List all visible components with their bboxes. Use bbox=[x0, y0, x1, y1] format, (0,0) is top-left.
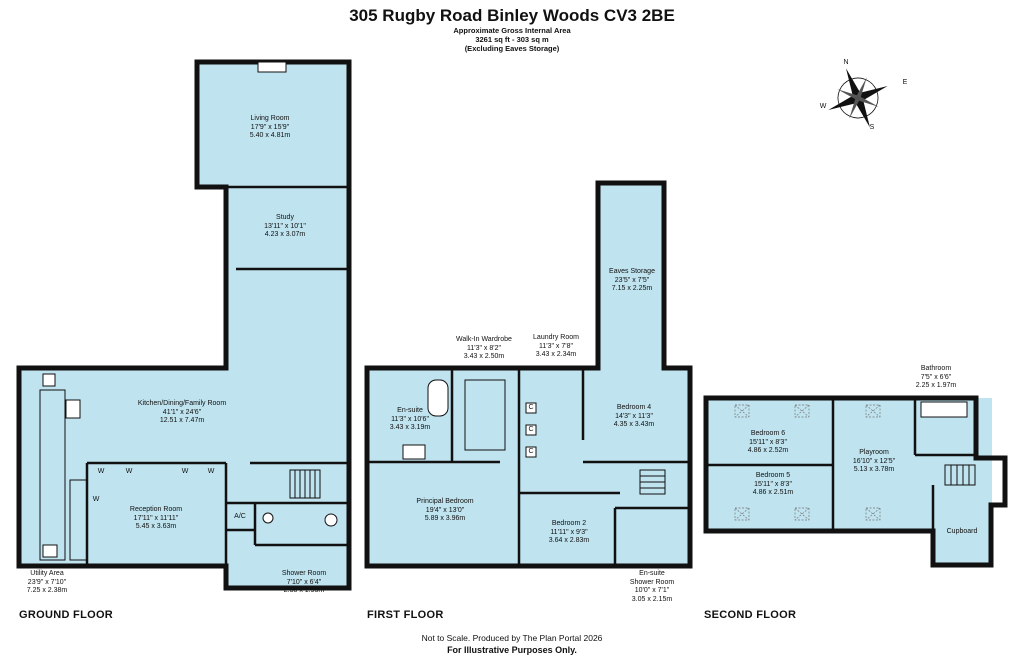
living-room-label: Living Room 17'9" x 15'9" 5.40 x 4.81m bbox=[250, 115, 290, 141]
cupboard-c-label-3: C bbox=[528, 448, 534, 455]
ac-label: A/C bbox=[234, 513, 246, 520]
living-room-imperial: 17'9" x 15'9" bbox=[250, 123, 290, 131]
wardrobe-rail bbox=[464, 379, 506, 451]
ensuite-label: En-suite 11'3" x 10'6" 3.43 x 3.19m bbox=[389, 407, 431, 431]
laundry-room-label: Laundry Room 11'3" x 7'8" 3.43 x 2.34m bbox=[533, 334, 579, 358]
living-room-name: Living Room bbox=[250, 115, 290, 122]
compass-n: N bbox=[843, 59, 849, 66]
compass-w: W bbox=[819, 103, 827, 110]
ensuite-shower-icon bbox=[402, 444, 426, 460]
wardrobe-w-1: W bbox=[97, 468, 105, 475]
second-stairs bbox=[944, 464, 976, 486]
utility-cabinet bbox=[69, 479, 88, 561]
walk-in-wardrobe-label: Walk-In Wardrobe 11'3" x 8'2" 3.43 x 2.5… bbox=[456, 336, 512, 360]
reception-room-label: Reception Room 17'11" x 11'11" 5.45 x 3.… bbox=[129, 506, 183, 530]
cupboard-label: Cupboard bbox=[946, 528, 978, 535]
fireplace-icon bbox=[257, 61, 287, 73]
compass-e: E bbox=[902, 79, 908, 86]
second-floor-plan bbox=[703, 395, 1008, 568]
study-area bbox=[226, 187, 349, 269]
sink-icon bbox=[42, 373, 56, 387]
bedroom-2-label: Bedroom 2 11'11" x 9'3" 3.64 x 2.83m bbox=[548, 520, 590, 544]
reception-area bbox=[87, 463, 226, 566]
utility-area-label: Utility Area 23'9" x 7'10" 7.25 x 2.38m bbox=[26, 570, 68, 594]
cupboard-c-label-2: C bbox=[528, 426, 534, 433]
ground-shower-icon bbox=[324, 513, 338, 527]
ensuite-shower-room-label: En-suite Shower Room 10'0" x 7'1" 3.05 x… bbox=[629, 570, 675, 603]
rooflights bbox=[734, 404, 881, 521]
second-bath-icon bbox=[920, 401, 968, 418]
bath-icon bbox=[427, 379, 449, 417]
compass-s: S bbox=[869, 124, 875, 131]
utility-area bbox=[19, 368, 87, 566]
bedroom-6-label: Bedroom 6 15'11" x 8'3" 4.86 x 2.52m bbox=[747, 430, 789, 454]
cupboard-c1 bbox=[525, 402, 537, 414]
area-value: 3261 sq ft - 303 sq m bbox=[475, 35, 549, 44]
compass-rose bbox=[828, 68, 888, 128]
cupboard-c-label-1: C bbox=[528, 404, 534, 411]
area-note: (Excluding Eaves Storage) bbox=[464, 44, 560, 53]
scale-note: Not to Scale. Produced by The Plan Porta… bbox=[421, 633, 603, 643]
living-room-area bbox=[197, 62, 349, 187]
wardrobe-w-3: W bbox=[181, 468, 189, 475]
playroom-label: Playroom 16'10" x 12'5" 5.13 x 3.78m bbox=[852, 449, 896, 473]
cupboard-c3 bbox=[525, 446, 537, 458]
kitchen-label: Kitchen/Dining/Family Room 41'1" x 24'6"… bbox=[137, 400, 227, 424]
bathroom-label: Bathroom 7'5" x 6'6" 2.25 x 1.97m bbox=[915, 365, 957, 389]
study-label: Study 13'11" x 10'1" 4.23 x 3.07m bbox=[264, 214, 306, 238]
bedroom-5-label: Bedroom 5 15'11" x 8'3" 4.86 x 2.51m bbox=[752, 472, 794, 496]
hob-icon bbox=[65, 399, 81, 419]
first-floor-area bbox=[367, 368, 690, 566]
ground-wc-icon bbox=[262, 512, 274, 524]
bedroom-4-label: Bedroom 4 14'3" x 11'3" 4.35 x 3.43m bbox=[613, 404, 655, 428]
ground-floor-plan bbox=[16, 59, 352, 591]
plan-title: 305 Rugby Road Binley Woods CV3 2BE bbox=[349, 6, 675, 25]
first-floor-plan bbox=[364, 180, 693, 569]
first-floor-outline bbox=[364, 180, 693, 569]
living-room-metric: 5.40 x 4.81m bbox=[249, 132, 291, 139]
cupboard-c2 bbox=[525, 424, 537, 436]
cupboard-area bbox=[933, 505, 991, 565]
disclaimer: For Illustrative Purposes Only. bbox=[447, 645, 577, 655]
eaves-storage-area bbox=[598, 183, 664, 368]
principal-bedroom-label: Principal Bedroom 19'4" x 13'0" 5.89 x 3… bbox=[416, 498, 474, 522]
wardrobe-w-2: W bbox=[125, 468, 133, 475]
shower-room-label: Shower Room 7'10" x 6'4" 2.38 x 1.93m bbox=[281, 570, 327, 594]
utility-sink-icon bbox=[42, 544, 58, 558]
second-floor-outline bbox=[703, 395, 1008, 568]
utility-worktop bbox=[39, 389, 66, 561]
wardrobe-w-5: W bbox=[92, 496, 100, 503]
second-floor-caption: SECOND FLOOR bbox=[704, 609, 797, 621]
first-floor-caption: FIRST FLOOR bbox=[367, 609, 444, 621]
eaves-storage-label: Eaves Storage 23'5" x 7'5" 7.15 x 2.25m bbox=[609, 268, 655, 292]
ground-floor-outline bbox=[16, 59, 352, 591]
kitchen-area bbox=[19, 269, 349, 588]
wardrobe-w-4: W bbox=[207, 468, 215, 475]
ground-floor-caption: GROUND FLOOR bbox=[19, 609, 114, 621]
area-label: Approximate Gross Internal Area bbox=[453, 26, 571, 35]
